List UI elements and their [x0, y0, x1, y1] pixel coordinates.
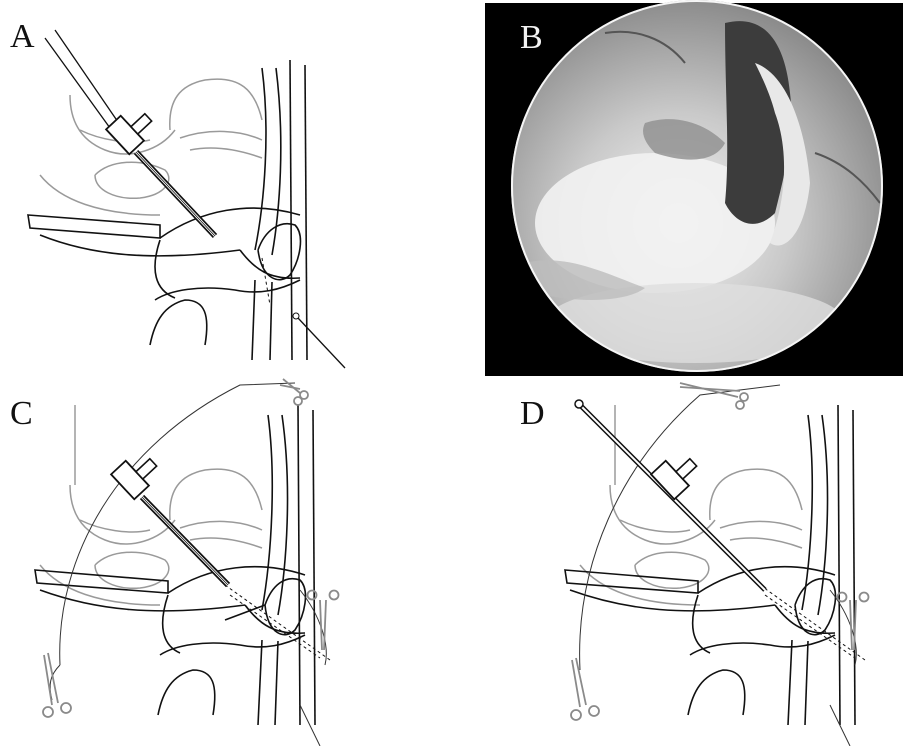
- panel-b: B: [485, 3, 903, 376]
- hemostat-clamp-icon: [308, 591, 339, 651]
- hemostat-clamp-icon: [43, 653, 71, 717]
- hemostat-clamp-icon: [571, 658, 599, 720]
- knee-diagram-a: [0, 0, 440, 375]
- panel-label-b: B: [520, 21, 543, 55]
- panel-d: D: [450, 375, 903, 746]
- knee-diagram-d: [450, 375, 903, 746]
- panel-label-a: A: [10, 20, 35, 54]
- panel-c: C: [0, 375, 440, 746]
- drill-guide-icon: [575, 400, 765, 590]
- hemostat-clamp-icon: [680, 383, 748, 409]
- hemostat-clamp-icon: [838, 593, 869, 651]
- panel-label-d: D: [520, 397, 545, 431]
- panel-label-c: C: [10, 397, 33, 431]
- arthroscopic-view-image: [485, 3, 903, 376]
- drill-guide-icon: [45, 30, 215, 236]
- panel-a: A: [0, 0, 440, 375]
- knee-diagram-c: [0, 375, 440, 746]
